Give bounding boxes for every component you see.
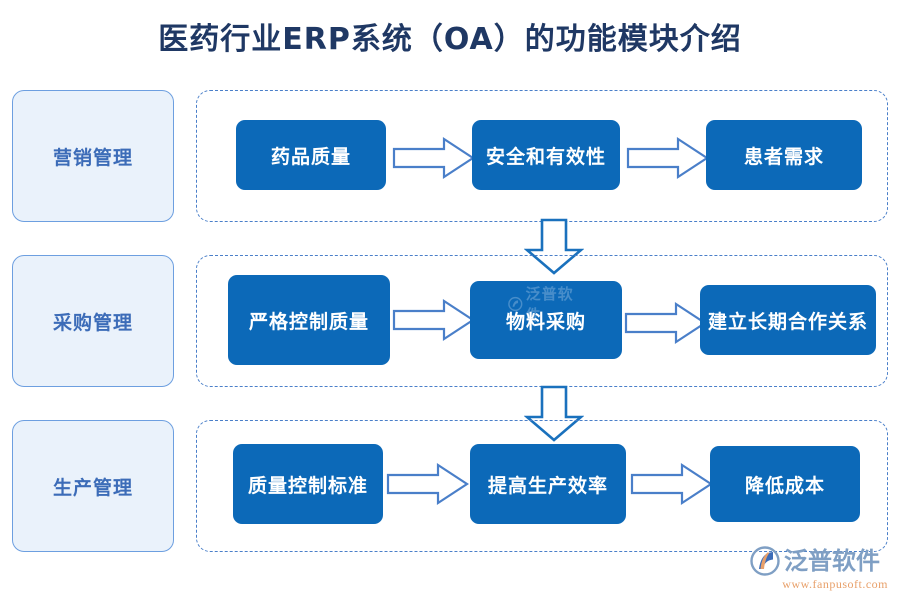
- step-box-quality-control-standard[interactable]: 质量控制标准: [233, 444, 383, 524]
- flow-row-procurement: 采购管理 严格控制质量 泛普软件 物料采购 建立长期合作关系: [0, 253, 900, 393]
- step-box-improve-efficiency[interactable]: 提高生产效率: [470, 444, 626, 524]
- step-label: 降低成本: [744, 474, 825, 497]
- arrow-right-icon: [392, 298, 476, 342]
- brand-name: 泛普软件: [784, 547, 880, 575]
- category-card-procurement[interactable]: 采购管理: [12, 255, 174, 387]
- arrow-down-icon: [524, 385, 584, 442]
- step-label: 安全和有效性: [485, 145, 606, 168]
- step-box-reduce-cost[interactable]: 降低成本: [710, 446, 860, 522]
- step-box-strict-quality-control[interactable]: 严格控制质量: [228, 275, 390, 365]
- step-label: 建立长期合作关系: [707, 310, 868, 333]
- brand-url: www.fanpusoft.com: [782, 577, 888, 591]
- step-box-material-purchase[interactable]: 泛普软件 物料采购: [470, 281, 622, 359]
- page-title: 医药行业ERP系统（OA）的功能模块介绍: [158, 22, 742, 57]
- category-label: 营销管理: [52, 146, 133, 169]
- category-label: 生产管理: [52, 476, 133, 499]
- step-box-patient-demand[interactable]: 患者需求: [706, 120, 862, 190]
- category-label: 采购管理: [52, 311, 133, 334]
- step-box-long-term-cooperation[interactable]: 建立长期合作关系: [700, 285, 876, 355]
- step-label: 严格控制质量: [248, 310, 369, 333]
- arrow-right-icon: [624, 301, 708, 345]
- flow-row-production: 生产管理 质量控制标准 提高生产效率 降低成本: [0, 418, 900, 558]
- category-card-production[interactable]: 生产管理: [12, 420, 174, 552]
- step-label: 患者需求: [743, 145, 824, 168]
- step-label: 提高生产效率: [487, 474, 608, 497]
- arrow-right-icon: [386, 462, 470, 506]
- dashed-group-production: [196, 420, 888, 552]
- step-label: 药品质量: [270, 145, 351, 168]
- arrow-right-icon: [392, 136, 476, 180]
- arrow-down-icon: [524, 218, 584, 275]
- fanpu-logo-icon: [750, 546, 780, 576]
- brand-logo-row: 泛普软件: [750, 546, 890, 576]
- arrow-right-icon: [626, 136, 710, 180]
- step-label: 物料采购: [505, 310, 586, 333]
- step-box-safety-efficacy[interactable]: 安全和有效性: [472, 120, 620, 190]
- category-card-marketing[interactable]: 营销管理: [12, 90, 174, 222]
- step-box-drug-quality[interactable]: 药品质量: [236, 120, 386, 190]
- brand-logo: 泛普软件 www.fanpusoft.com: [750, 546, 890, 592]
- arrow-right-icon: [630, 462, 714, 506]
- flow-row-marketing: 营销管理 药品质量 安全和有效性 患者需求: [0, 88, 900, 228]
- step-label: 质量控制标准: [247, 474, 368, 497]
